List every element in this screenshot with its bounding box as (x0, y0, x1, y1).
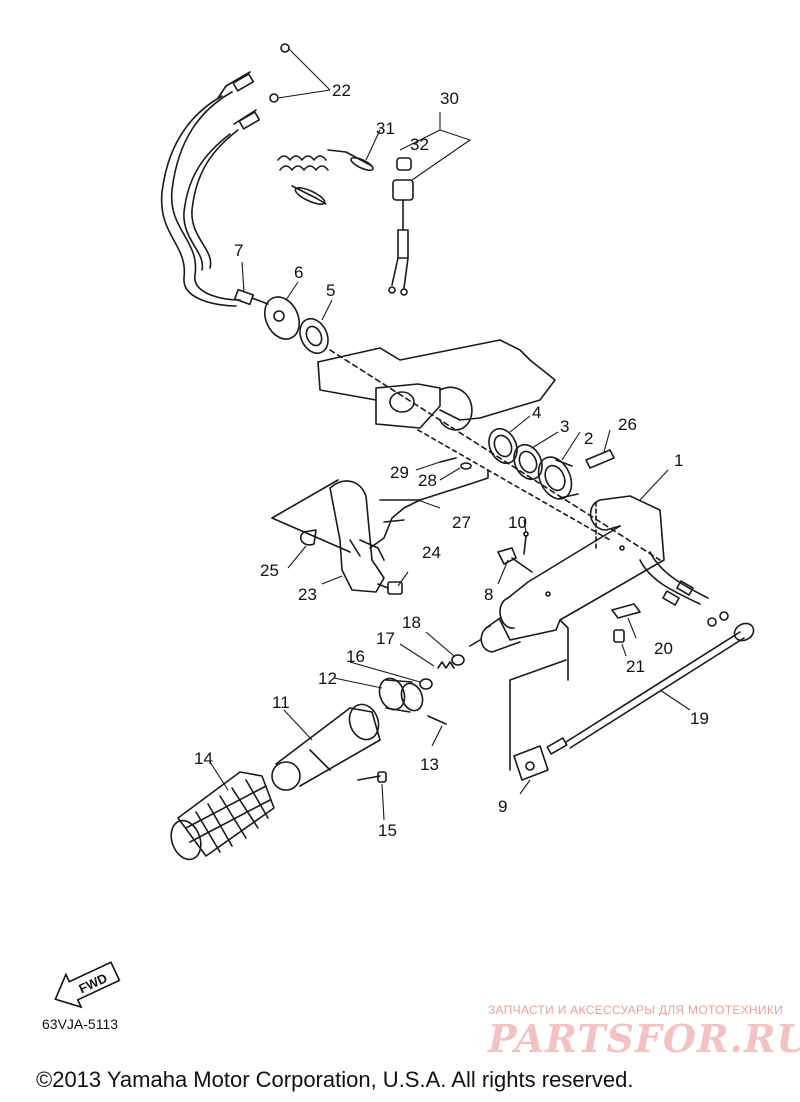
callout-17: 17 (376, 629, 395, 648)
callout-labels: 1 2 3 4 5 6 7 8 9 10 11 12 13 14 15 16 1… (194, 81, 709, 840)
callout-28: 28 (418, 471, 437, 490)
callout-3: 3 (560, 417, 569, 436)
callout-29: 29 (390, 463, 409, 482)
callout-23: 23 (298, 585, 317, 604)
watermark-tagline: ЗАПЧАСТИ И АКСЕССУАРЫ ДЛЯ МОТОТЕХНИКИ (488, 1003, 784, 1017)
callout-30: 30 (440, 89, 459, 108)
callout-22: 22 (332, 81, 351, 100)
washer-4 (488, 427, 518, 465)
callout-11: 11 (272, 693, 290, 712)
callout-12: 12 (318, 669, 337, 688)
callout-20: 20 (654, 639, 673, 658)
screw-15 (357, 771, 387, 783)
copyright-notice: ©2013 Yamaha Motor Corporation, U.S.A. A… (36, 1067, 634, 1092)
callout-5: 5 (326, 281, 335, 300)
steering-bracket (317, 339, 661, 561)
steering-handle-1 (469, 495, 665, 681)
fwd-arrow-icon: FWD (54, 961, 121, 1009)
cable-end-fittings (269, 43, 290, 103)
callout-13: 13 (420, 755, 439, 774)
callout-6: 6 (294, 263, 303, 282)
bolt-7 (233, 288, 269, 306)
bolt-24 (377, 581, 403, 595)
grip-cover-14 (170, 771, 275, 861)
plate-6 (263, 296, 301, 340)
callout-27: 27 (452, 513, 471, 532)
pin-10 (523, 531, 529, 555)
cap-18 (451, 654, 465, 666)
control-cables (160, 71, 261, 307)
watermark-brand: PARTSFOR.RU (488, 1016, 800, 1061)
key-26 (585, 449, 615, 469)
callout-19: 19 (690, 709, 709, 728)
callout-26: 26 (618, 415, 637, 434)
clip-28 (460, 462, 472, 470)
washer-3 (513, 443, 543, 481)
callout-15: 15 (378, 821, 397, 840)
pin-13 (427, 715, 447, 725)
callout-32: 32 (410, 135, 429, 154)
washer-16 (419, 678, 433, 690)
screw-21 (613, 629, 625, 643)
callout-10: 10 (508, 513, 527, 532)
bushing-2 (537, 456, 579, 500)
handle-cables (639, 551, 729, 627)
stop-switch-assembly (277, 149, 414, 296)
callout-24: 24 (422, 543, 441, 562)
link-9 (509, 659, 567, 781)
callout-4: 4 (532, 403, 541, 422)
callout-9: 9 (498, 797, 507, 816)
callout-21: 21 (626, 657, 645, 676)
callout-14: 14 (194, 749, 213, 768)
bolt-8 (497, 547, 533, 573)
diagram-code: 63VJA-5113 (42, 1016, 119, 1032)
callout-8: 8 (484, 585, 493, 604)
callout-16: 16 (346, 647, 365, 666)
rod-27 (359, 469, 489, 561)
lever-23 (271, 479, 385, 593)
leader-lines (209, 47, 691, 821)
callout-18: 18 (402, 613, 421, 632)
plate-20 (611, 603, 641, 619)
clip-25 (299, 529, 317, 546)
collar-12 (378, 677, 424, 713)
callout-7: 7 (234, 241, 243, 260)
washer-5 (299, 317, 329, 355)
callout-2: 2 (584, 429, 593, 448)
pin-29 (439, 457, 457, 463)
callout-31: 31 (376, 119, 395, 138)
throttle-grip-11 (271, 703, 381, 791)
rod-19 (546, 622, 755, 755)
callout-1: 1 (674, 451, 683, 470)
spring-17 (437, 661, 455, 669)
callout-25: 25 (260, 561, 279, 580)
